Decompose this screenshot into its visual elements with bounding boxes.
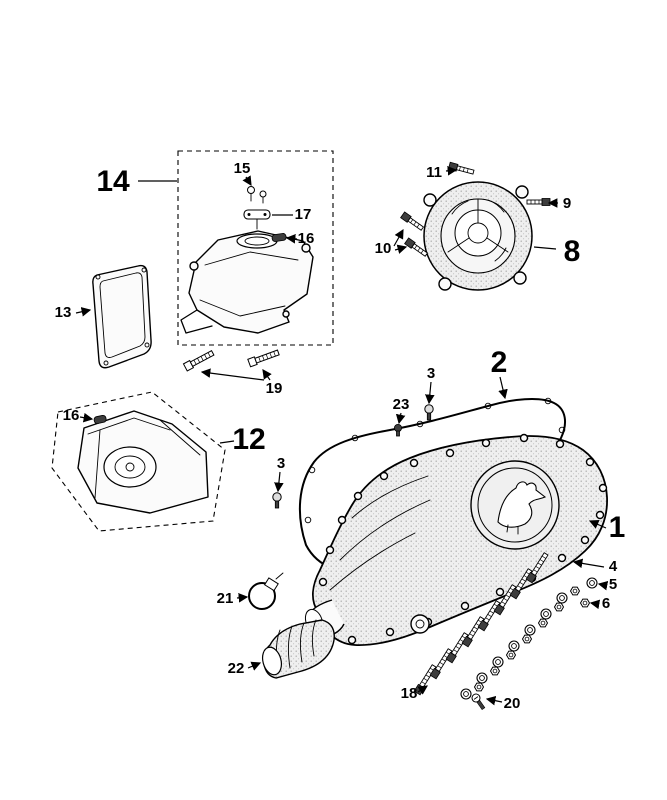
- filler-cap-drawing: [243, 209, 271, 230]
- flywheel-cover-drawing: [423, 181, 533, 291]
- plug-3a-drawing: [424, 404, 434, 421]
- airbox-clip-drawing: [271, 233, 287, 242]
- intake-duct-drawing: [261, 619, 335, 679]
- callout-8: 8: [564, 235, 581, 268]
- callout-21: 21: [217, 590, 234, 607]
- callout-6: 6: [602, 595, 610, 612]
- callout-16a: 16: [298, 230, 315, 247]
- airbox-drawing: [180, 186, 314, 334]
- housing-clip-drawing: [93, 414, 107, 425]
- callout-15: 15: [234, 160, 251, 177]
- bolt-11-drawing: [447, 161, 475, 175]
- callout-3b: 3: [277, 455, 285, 472]
- airbox-dashed-boundary: [177, 150, 334, 346]
- callout-14: 14: [96, 165, 130, 198]
- callout-11: 11: [426, 164, 442, 181]
- plug-23-drawing: [393, 423, 402, 437]
- callout-5: 5: [609, 576, 617, 593]
- bolt-9-drawing: [526, 198, 551, 206]
- callout-1: 1: [609, 511, 626, 544]
- callout-23: 23: [393, 396, 410, 413]
- callout-13: 13: [55, 304, 72, 321]
- callout-3a: 3: [427, 365, 435, 382]
- callout-19: 19: [266, 380, 283, 397]
- bolts-10-drawing: [400, 211, 429, 257]
- callout-17: 17: [295, 206, 312, 223]
- callout-12: 12: [232, 423, 265, 456]
- lower-housing-dashed-boundary: [51, 391, 226, 532]
- callout-18: 18: [401, 685, 418, 702]
- screw-20-drawing: [469, 691, 488, 712]
- plug-3b-drawing: [272, 492, 282, 509]
- callout-10: 10: [375, 240, 392, 257]
- airbox-screws-drawing: [247, 186, 267, 204]
- callout-labels: 14 15 17 16 13 19 12 16 11 9 10 8 2 23 3…: [55, 160, 626, 712]
- peugeot-lion-emblem: [470, 460, 560, 550]
- leader-lines: [75, 166, 609, 706]
- callout-20: 20: [504, 695, 521, 712]
- callout-9: 9: [563, 195, 571, 212]
- screws-19-drawing: [182, 349, 280, 372]
- lower-housing-drawing: [77, 410, 209, 514]
- callout-16b: 16: [63, 407, 80, 424]
- crankcase-cover-drawing: [304, 433, 608, 646]
- callout-4: 4: [609, 558, 618, 575]
- gasket-13-drawing: [92, 264, 152, 369]
- callout-22: 22: [228, 660, 245, 677]
- callout-2: 2: [491, 346, 508, 379]
- hose-clamp-drawing: [248, 572, 284, 610]
